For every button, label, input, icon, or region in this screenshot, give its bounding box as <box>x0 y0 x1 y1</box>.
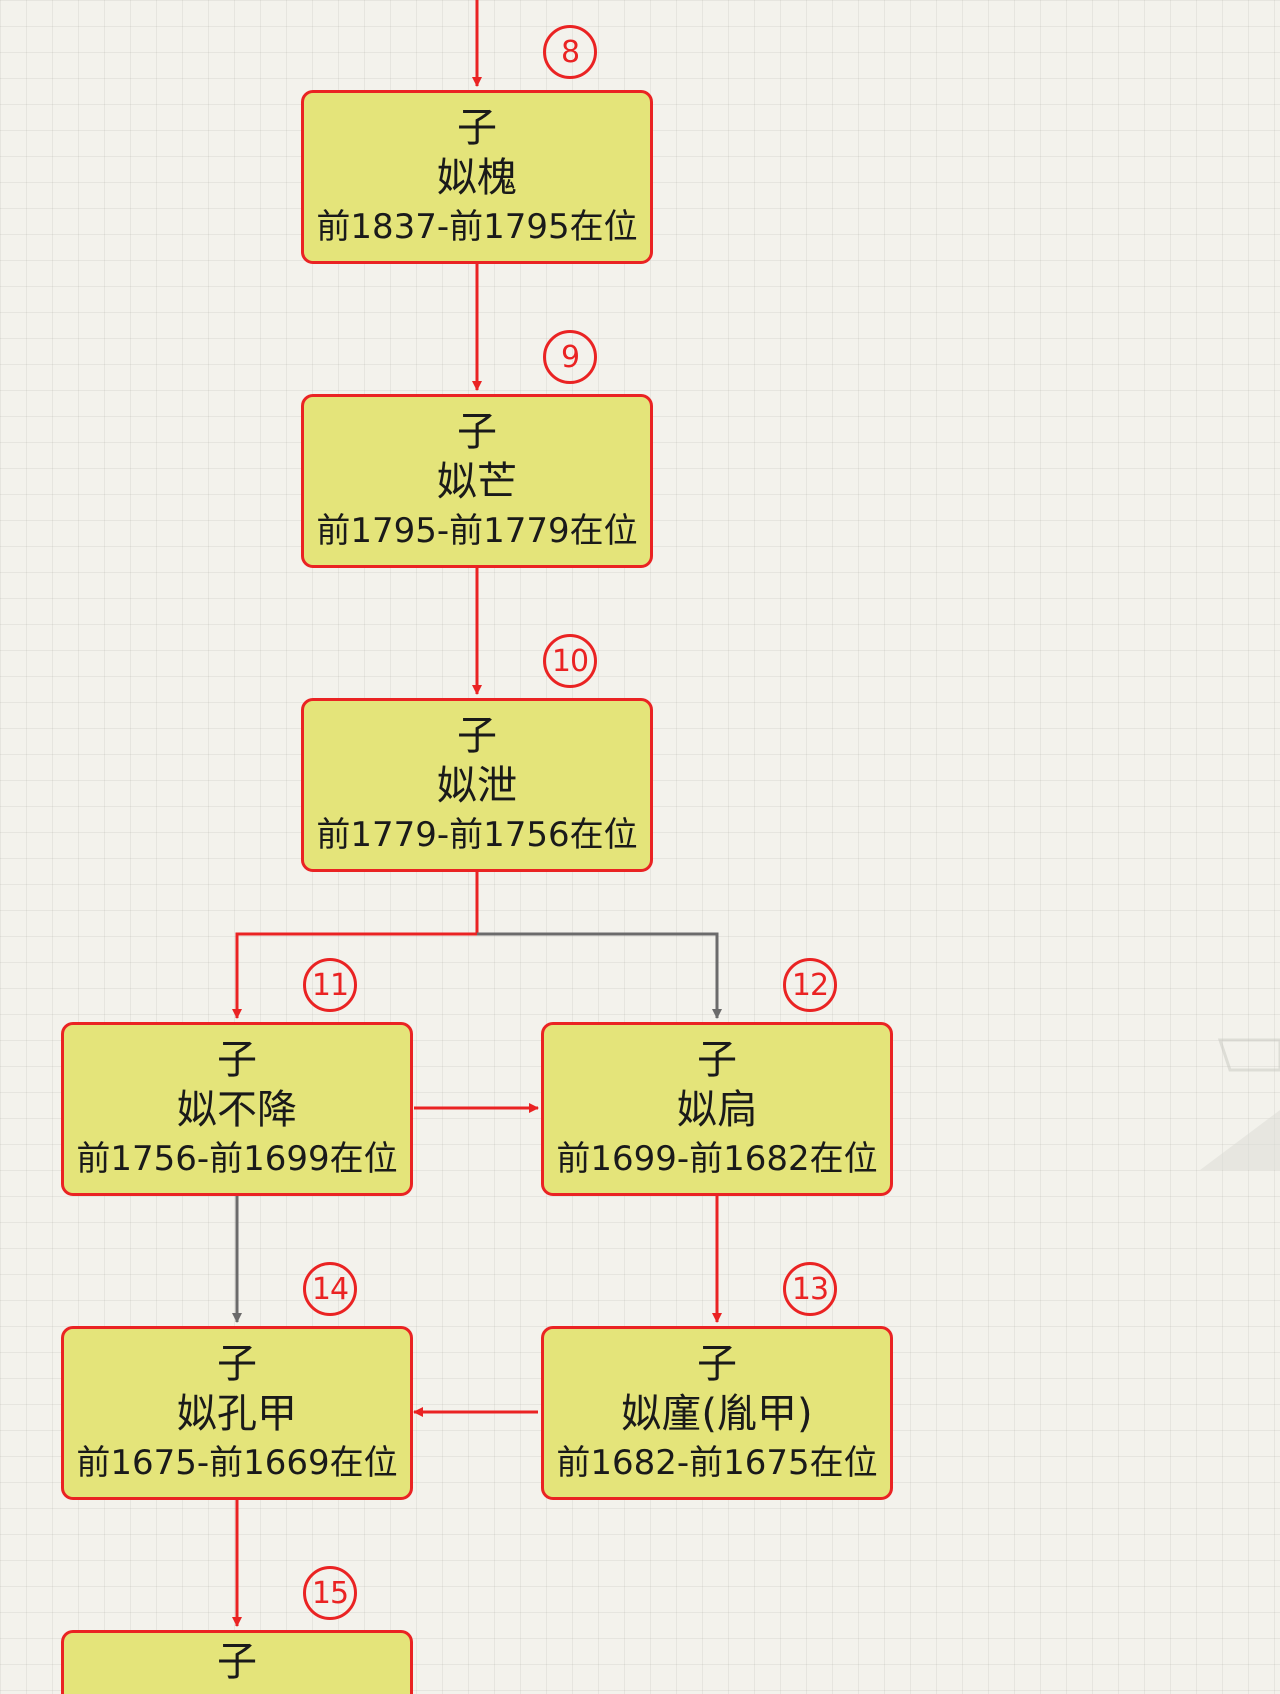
reign-period: 前1682-前1675在位 <box>556 1443 878 1483</box>
ruler-node-10[interactable]: 子 姒泄 前1779-前1756在位 <box>301 698 653 872</box>
relation-label: 子 <box>217 1037 257 1083</box>
ruler-name: 姒廑(胤甲) <box>621 1391 813 1437</box>
reign-period: 前1779-前1756在位 <box>316 815 638 855</box>
relation-label: 子 <box>697 1037 737 1083</box>
order-badge-14: 14 <box>303 1262 357 1316</box>
relation-label: 子 <box>457 713 497 759</box>
ruler-name: 姒槐 <box>437 155 517 201</box>
order-badge-9: 9 <box>543 330 597 384</box>
order-badge-13: 13 <box>783 1262 837 1316</box>
reign-period: 前1675-前1669在位 <box>76 1443 398 1483</box>
ruler-node-9[interactable]: 子 姒芒 前1795-前1779在位 <box>301 394 653 568</box>
lineage-n10-to-n12 <box>477 932 722 1019</box>
order-badge-12: 12 <box>783 958 837 1012</box>
ruler-node-12[interactable]: 子 姒扃 前1699-前1682在位 <box>541 1022 893 1196</box>
relation-label: 子 <box>457 409 497 455</box>
order-badge-8: 8 <box>543 25 597 79</box>
arrow-n10-to-n11 <box>232 872 479 1019</box>
relation-label: 子 <box>217 1341 257 1387</box>
relation-label: 子 <box>457 105 497 151</box>
ruler-node-14[interactable]: 子 姒孔甲 前1675-前1669在位 <box>61 1326 413 1500</box>
relation-label: 子 <box>697 1341 737 1387</box>
ruler-name: 姒泄 <box>437 763 517 809</box>
order-badge-15: 15 <box>303 1566 357 1620</box>
relation-label: 子 <box>217 1639 257 1685</box>
order-badge-10: 10 <box>543 634 597 688</box>
ruler-node-13[interactable]: 子 姒廑(胤甲) 前1682-前1675在位 <box>541 1326 893 1500</box>
reign-period: 前1837-前1795在位 <box>316 207 638 247</box>
ruler-node-8[interactable]: 子 姒槐 前1837-前1795在位 <box>301 90 653 264</box>
watermark-decoration-icon <box>1200 1038 1280 1170</box>
ruler-name: 姒扃 <box>677 1087 757 1133</box>
ruler-node-11[interactable]: 子 姒不降 前1756-前1699在位 <box>61 1022 413 1196</box>
reign-period: 前1756-前1699在位 <box>76 1139 398 1179</box>
ruler-name: 姒不降 <box>177 1087 297 1133</box>
reign-period: 前1795-前1779在位 <box>316 511 638 551</box>
order-badge-11: 11 <box>303 958 357 1012</box>
ruler-name: 姒芒 <box>437 459 517 505</box>
reign-period: 前1699-前1682在位 <box>556 1139 878 1179</box>
ruler-node-15[interactable]: 子 <box>61 1630 413 1694</box>
ruler-name: 姒孔甲 <box>177 1391 297 1437</box>
